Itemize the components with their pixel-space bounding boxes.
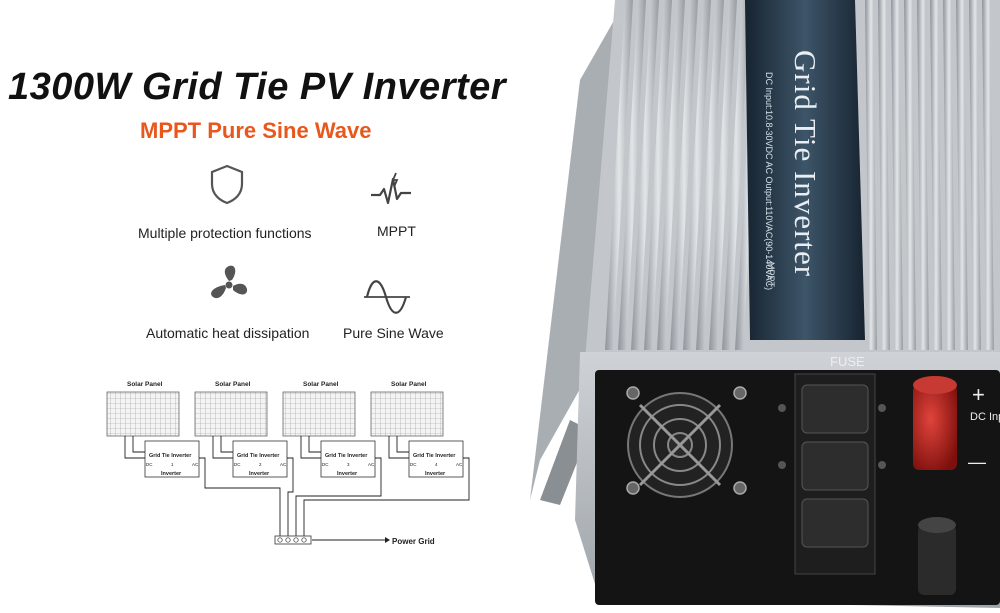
heatsink-fin (722, 0, 750, 350)
heatsink-fin (878, 0, 890, 350)
feature-label-mppt: MPPT (377, 223, 416, 239)
svg-text:DC: DC (322, 462, 329, 467)
svg-text:1: 1 (171, 462, 174, 467)
faceplate-spec: DC Input:10.8-30VDC AC Output:110VAC(90-… (764, 72, 774, 290)
shield-icon (208, 163, 246, 205)
svg-text:Grid Tie Inverter: Grid Tie Inverter (237, 453, 280, 459)
feature-label-heat: Automatic heat dissipation (146, 325, 310, 341)
heatsink-fin (618, 0, 646, 350)
inverter-box (408, 440, 464, 478)
solar-panel-label: Solar Panel (391, 381, 427, 388)
solar-panel (282, 391, 356, 437)
inverter-box (320, 440, 376, 478)
inverter-caption: Inverter (425, 471, 446, 477)
heatsink-fin (865, 0, 877, 350)
svg-text:DC: DC (234, 462, 241, 467)
minus-label: — (968, 452, 986, 472)
faceplate-title: Grid Tie Inverter (788, 50, 823, 277)
svg-text:4: 4 (435, 462, 438, 467)
solar-panel (194, 391, 268, 437)
svg-text:DC: DC (146, 462, 153, 467)
dc-positive-terminal (913, 376, 957, 470)
fan-icon (207, 264, 251, 306)
dc-negative-terminal (918, 517, 956, 595)
solar-panel (370, 391, 444, 437)
svg-text:Grid Tie Inverter: Grid Tie Inverter (149, 453, 192, 459)
plus-label: + (972, 382, 985, 407)
power-grid-label: Power Grid (392, 537, 435, 546)
svg-text:DC: DC (410, 462, 417, 467)
heatsink-fin (956, 0, 968, 350)
heatsink-fin (657, 0, 685, 350)
heatsink-fin (891, 0, 903, 350)
heatsink-fin (709, 0, 737, 350)
svg-text:Grid Tie Inverter: Grid Tie Inverter (325, 453, 368, 459)
svg-text:AC: AC (280, 462, 287, 467)
faceplate-mppt: MPPT (766, 262, 776, 288)
fan-grille (626, 386, 747, 498)
heatsink-fin (670, 0, 698, 350)
subtitle: MPPT Pure Sine Wave (140, 118, 372, 143)
heatsink-fin (917, 0, 929, 350)
heatsink-fin (982, 0, 994, 350)
fuse-label: FUSE (830, 354, 865, 369)
heatsink-fin (696, 0, 724, 350)
heatsink-fin (605, 0, 633, 350)
solar-panel-label: Solar Panel (127, 381, 163, 388)
svg-text:3: 3 (347, 462, 350, 467)
svg-text:Grid Tie Inverter: Grid Tie Inverter (413, 453, 456, 459)
svg-text:AC: AC (192, 462, 199, 467)
solar-panel (106, 391, 180, 437)
heatsink-fin (943, 0, 955, 350)
feature-label-protection: Multiple protection functions (138, 225, 312, 241)
page-title: 1300W Grid Tie PV Inverter (8, 66, 507, 108)
inverter-caption: Inverter (337, 471, 358, 477)
feature-label-sine: Pure Sine Wave (343, 325, 444, 341)
svg-text:AC: AC (368, 462, 375, 467)
svg-text:AC: AC (456, 462, 463, 467)
power-grid-terminal (274, 535, 390, 545)
inverter-box (144, 440, 200, 478)
fuse-block (778, 373, 886, 575)
heatsink-fin (969, 0, 981, 350)
solar-panel-label: Solar Panel (215, 381, 251, 388)
mppt-waveform-icon (370, 171, 412, 211)
inverter-caption: Inverter (161, 471, 182, 477)
heatsink-fin (904, 0, 916, 350)
dc-input-label: DC Input (970, 411, 1000, 423)
heatsink-fin (631, 0, 659, 350)
svg-text:2: 2 (259, 462, 262, 467)
heatsink-fin (683, 0, 711, 350)
heatsink-fin (930, 0, 942, 350)
sine-wave-icon (362, 278, 412, 316)
inverter-caption: Inverter (249, 471, 270, 477)
inverter-product-image: Grid Tie Inverter DC Input:10.8-30VDC AC… (520, 0, 1000, 608)
inverter-box (232, 440, 288, 478)
heatsink-fin (644, 0, 672, 350)
solar-panel-label: Solar Panel (303, 381, 339, 388)
